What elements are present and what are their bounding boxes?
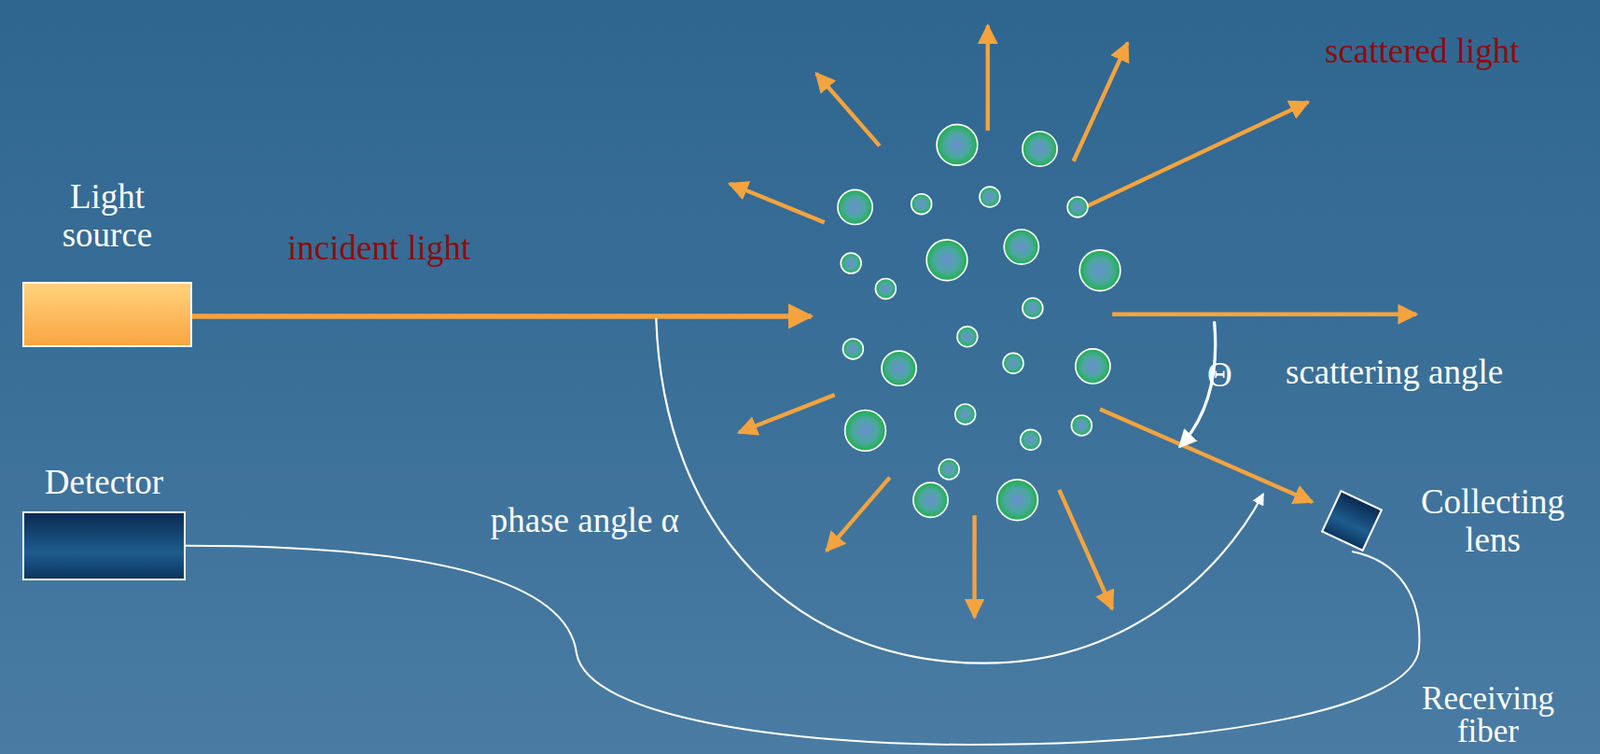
particle xyxy=(1071,415,1092,436)
particle xyxy=(842,338,863,360)
incident-ray xyxy=(192,313,812,319)
node-label: Detector xyxy=(22,463,186,502)
particle xyxy=(957,326,978,348)
receiving-fiber xyxy=(185,545,1420,745)
scattering-angle-label: scattering angle xyxy=(1285,353,1503,392)
particle xyxy=(911,194,933,215)
particle xyxy=(913,482,948,517)
particle xyxy=(1022,297,1044,319)
light-source-box xyxy=(22,281,193,348)
scattered-ray xyxy=(1058,489,1113,610)
scattered-ray xyxy=(972,514,976,617)
particle xyxy=(1079,250,1121,292)
scattered-ray xyxy=(729,183,825,223)
scattered-ray xyxy=(826,477,891,552)
particle xyxy=(1020,429,1042,450)
particle xyxy=(938,459,960,480)
particle xyxy=(881,350,917,386)
particle xyxy=(926,239,968,281)
scattered-ray xyxy=(816,73,880,147)
detector: Detector xyxy=(22,463,186,581)
scattered-ray xyxy=(738,394,835,432)
theta-symbol: Θ xyxy=(1207,356,1233,395)
particle xyxy=(1002,352,1024,374)
fiber-label: Receiving fiber xyxy=(1390,681,1587,748)
particle xyxy=(997,479,1039,521)
scattered-ray xyxy=(986,25,990,131)
particle xyxy=(875,278,896,299)
incident-light-label: incident light xyxy=(287,229,471,268)
node-label: Collecting lens xyxy=(1408,483,1577,559)
phase-angle-arc xyxy=(655,318,1264,664)
lens-body xyxy=(1321,488,1383,551)
scattered-ray xyxy=(1112,312,1417,317)
detector-box xyxy=(22,511,186,581)
particle xyxy=(840,252,862,274)
particle xyxy=(1075,348,1111,384)
node-label: Light source xyxy=(22,178,193,254)
scattered-ray xyxy=(1073,42,1128,162)
phase-angle-label: phase angle α xyxy=(490,501,680,541)
light-source: Light source xyxy=(22,178,193,348)
scattered-ray xyxy=(1099,408,1313,501)
scattered-rays xyxy=(729,25,1417,617)
particles xyxy=(837,124,1121,520)
particle xyxy=(955,403,976,425)
scattered-light-label: scattered light xyxy=(1324,32,1520,71)
particle xyxy=(936,124,978,166)
particle xyxy=(1067,196,1088,218)
particle xyxy=(1003,229,1039,265)
particle xyxy=(837,189,873,224)
lens-holder xyxy=(1315,484,1391,559)
collecting-lens: Collecting lens xyxy=(1315,483,1577,559)
particle xyxy=(845,410,887,452)
particle xyxy=(1022,131,1058,167)
scattered-ray xyxy=(1076,101,1308,211)
particle xyxy=(979,186,1001,208)
